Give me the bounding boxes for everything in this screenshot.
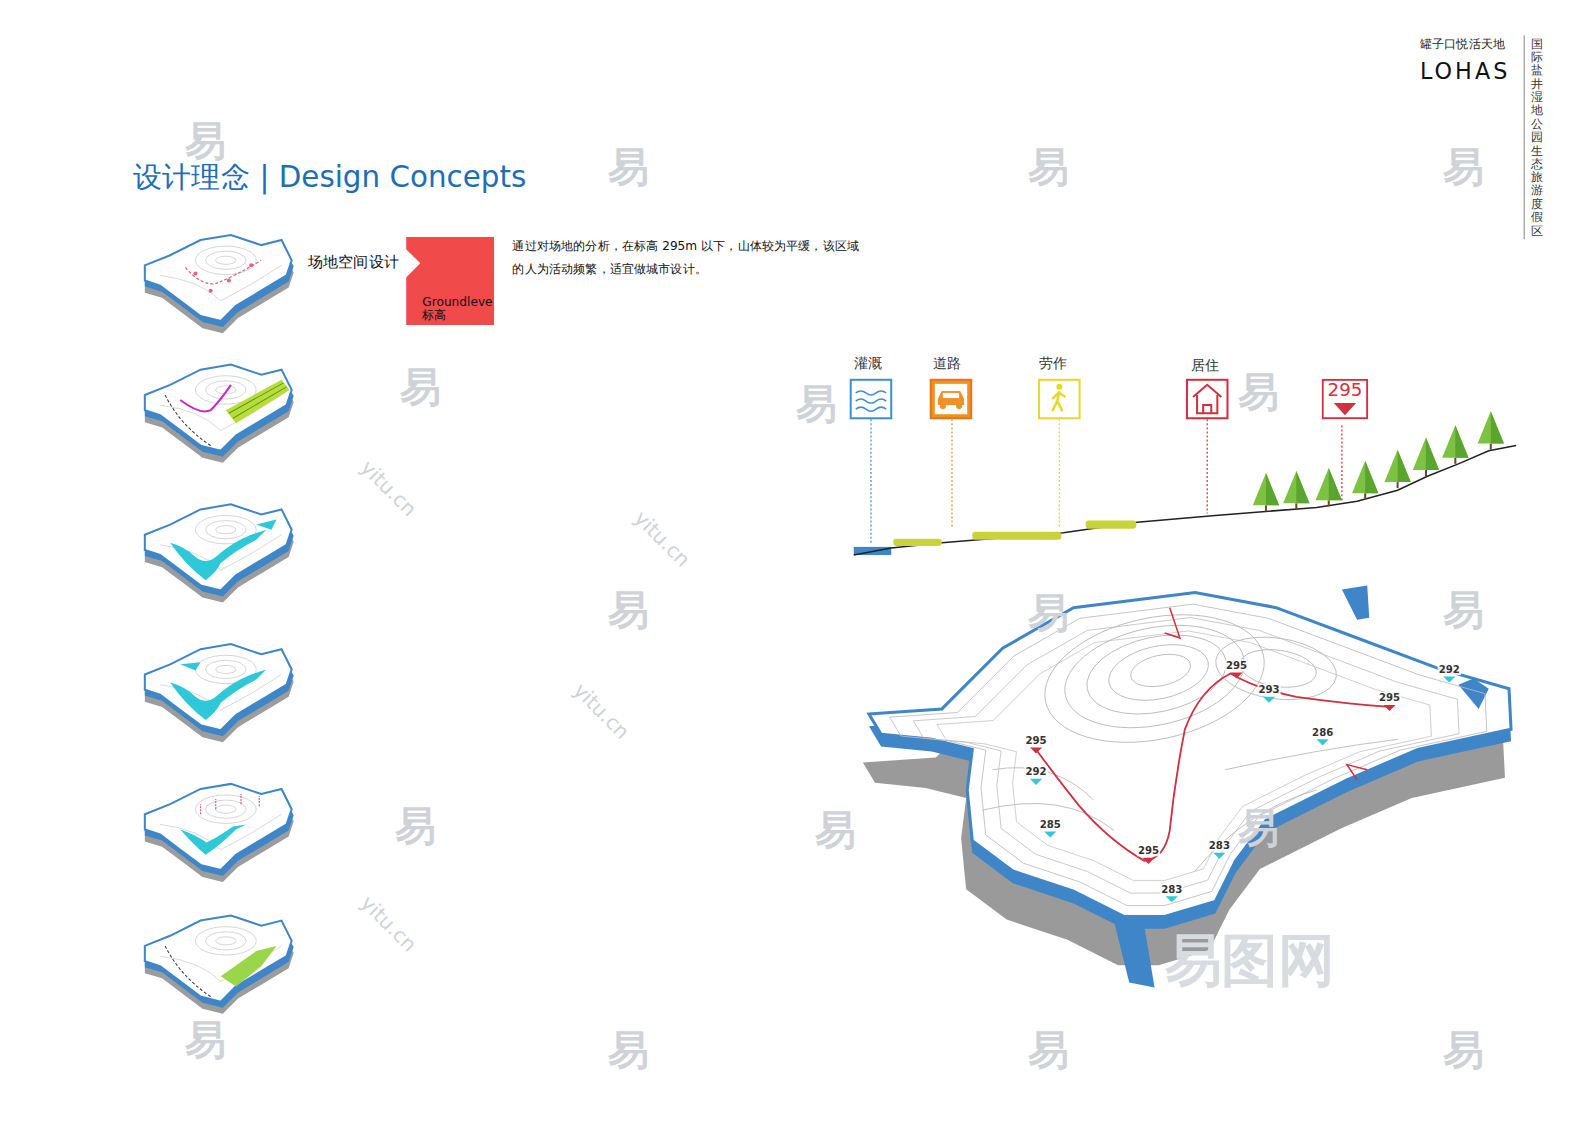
icon-label: 劳作: [1039, 354, 1067, 372]
terrain-model: [863, 585, 1511, 987]
project-name: 罐子口悦活天地: [1420, 35, 1505, 52]
watermark: 易: [1028, 1023, 1069, 1079]
watermark: 易: [1443, 140, 1484, 196]
watermark: 易: [1443, 582, 1484, 638]
box-label: Groundleve 标高: [422, 296, 493, 322]
watermark: yitu.cn: [629, 506, 695, 572]
elevation: 283: [1160, 884, 1183, 895]
watermark: 易: [796, 377, 837, 433]
page-title: 设计理念 | Design Concepts: [133, 158, 527, 199]
elevation: 293: [1257, 684, 1280, 695]
watermark: 易: [185, 113, 226, 169]
watermark: 易: [1238, 365, 1279, 421]
watermark: 易: [608, 1023, 649, 1079]
elevation: 295: [1137, 845, 1160, 856]
elevation: 286: [1311, 727, 1334, 738]
watermark: yitu.cn: [356, 455, 422, 521]
node-shape: [406, 237, 494, 325]
watermark: yitu.cn: [356, 891, 422, 957]
watermark: 易: [395, 798, 436, 854]
icon-label: 灌溉: [854, 354, 882, 372]
elevation: 292: [1024, 766, 1047, 777]
elevation-markers: [1030, 672, 1455, 902]
elevation: 295: [1225, 660, 1248, 671]
trees: [1253, 411, 1504, 511]
description: 通过对场地的分析，在标高 295m 以下，山体较为平缓，该区域的人为活动频繁，适…: [512, 235, 866, 282]
sign-number: 295: [1322, 380, 1369, 400]
watermark: 易: [608, 140, 649, 196]
project-subtitle: 国际盐井湿地公园生态旅游度假区: [1531, 37, 1543, 237]
watermark: 易: [1238, 800, 1279, 856]
watermark: 易: [185, 1013, 226, 1069]
elevation: 295: [1024, 735, 1047, 746]
thumbnail-maps: [145, 235, 294, 1014]
watermark: 易: [1028, 585, 1069, 641]
watermark: 易: [400, 360, 441, 416]
divider-line: [1524, 35, 1525, 239]
elevation: 292: [1438, 664, 1461, 675]
icon-label: 道路: [933, 354, 961, 372]
watermark: 易: [1028, 140, 1069, 196]
section-heading: 场地空间设计: [308, 253, 399, 272]
project-logo: LOHAS: [1420, 59, 1510, 84]
elevation-sign: 295: [1322, 379, 1369, 420]
watermark-logo: 易图网: [1165, 924, 1335, 1001]
watermark: 易: [608, 582, 649, 638]
elevation: 283: [1208, 840, 1231, 851]
watermark: yitu.cn: [569, 678, 635, 744]
watermark: 易: [815, 802, 856, 858]
icon-label: 居住: [1191, 356, 1219, 374]
elevation: 285: [1039, 819, 1062, 830]
elevation: 295: [1378, 692, 1401, 703]
section-profile: [851, 380, 1516, 555]
watermark: 易: [1443, 1023, 1484, 1079]
elevation-tag-box: Groundleve 标高: [406, 237, 494, 325]
